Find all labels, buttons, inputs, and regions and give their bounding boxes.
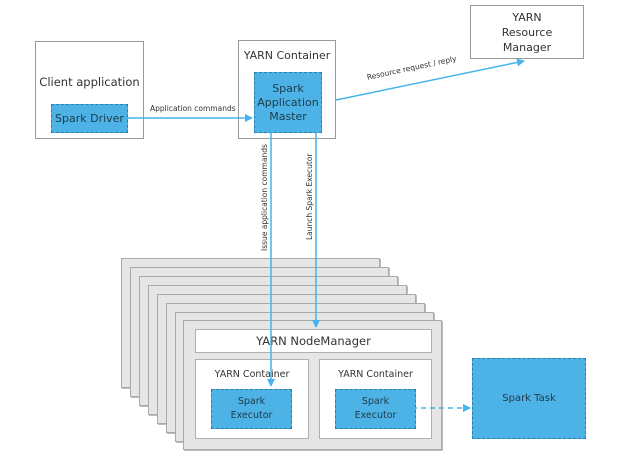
spark-application-master-box: Spark Application Master (254, 72, 322, 133)
yarn-resource-manager-box: YARN Resource Manager (470, 5, 584, 59)
yarn-resource-manager-label: YARN Resource Manager (501, 10, 553, 54)
spark-driver-box: Spark Driver (51, 104, 128, 133)
am-yarn-container-box: YARN Container Spark Application Master (238, 40, 336, 139)
node-front: YARN NodeManager YARN Container Spark Ex… (183, 320, 442, 450)
executor-container-1: YARN Container Spark Executor (195, 359, 309, 439)
spark-executor-1-label: Spark Executor (230, 396, 273, 421)
spark-application-master-label: Spark Application Master (257, 81, 319, 123)
yarn-nodemanager-label: YARN NodeManager (256, 334, 371, 348)
spark-executor-1: Spark Executor (211, 389, 292, 429)
launch-executor-label: Launch Spark Executor (305, 153, 314, 240)
executor-container-2-label: YARN Container (338, 369, 413, 380)
spark-driver-label: Spark Driver (55, 112, 124, 125)
spark-task-box: Spark Task (472, 358, 586, 439)
spark-executor-2: Spark Executor (335, 389, 416, 429)
client-application-label: Client application (39, 75, 140, 89)
issue-commands-label: Issue application commands (260, 144, 269, 251)
spark-executor-2-label: Spark Executor (354, 396, 397, 421)
spark-task-label: Spark Task (502, 393, 556, 404)
executor-container-1-label: YARN Container (214, 369, 290, 380)
yarn-nodemanager-box: YARN NodeManager (195, 329, 432, 353)
resource-request-arrow (335, 58, 525, 101)
app-commands-label: Application commands (150, 104, 236, 113)
client-application-box: Client application Spark Driver (35, 41, 144, 139)
executor-container-2: YARN Container Spark Executor (319, 359, 432, 439)
am-yarn-container-label: YARN Container (243, 49, 331, 62)
